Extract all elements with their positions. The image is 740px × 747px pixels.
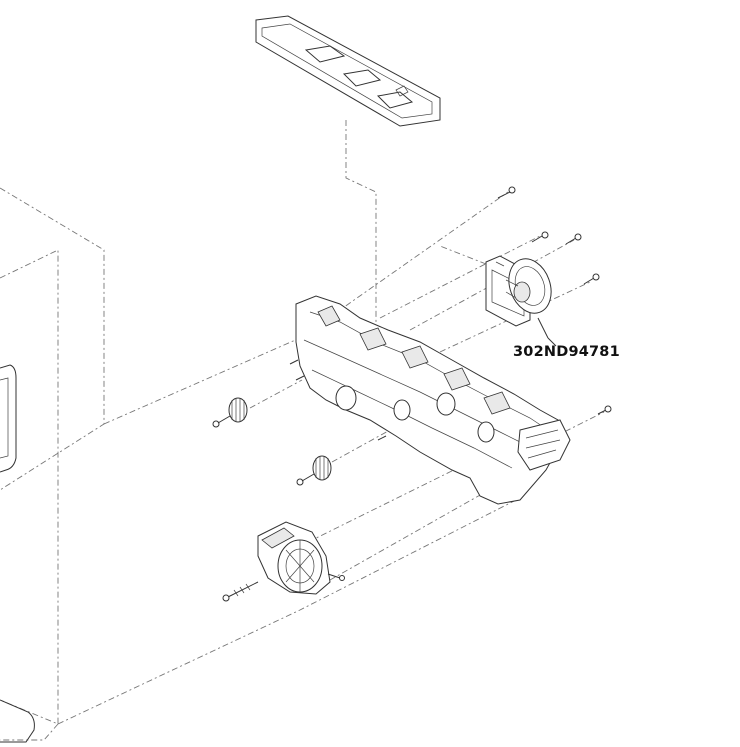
top-bracket-plate: [255, 15, 441, 127]
screw-motor-3: [583, 273, 600, 285]
part-number-label: 302ND94781: [513, 344, 620, 360]
label-leader-line: [547, 337, 557, 347]
gear-roller-upper: [212, 397, 248, 428]
gear-roller-lower: [296, 455, 332, 486]
screw-fan: [222, 581, 259, 602]
gear-housing-chassis: [289, 295, 571, 505]
screw-right: [597, 405, 612, 415]
drive-motor-assembly: [485, 255, 552, 339]
frame-outline: [0, 187, 105, 743]
screw-set: [222, 186, 612, 602]
screw-motor-2: [565, 233, 582, 245]
screw-top: [497, 186, 516, 199]
fan-duct-assembly: [257, 521, 345, 595]
screw-motor-1: [531, 231, 549, 243]
assembly-guide-lines: [57, 120, 605, 725]
